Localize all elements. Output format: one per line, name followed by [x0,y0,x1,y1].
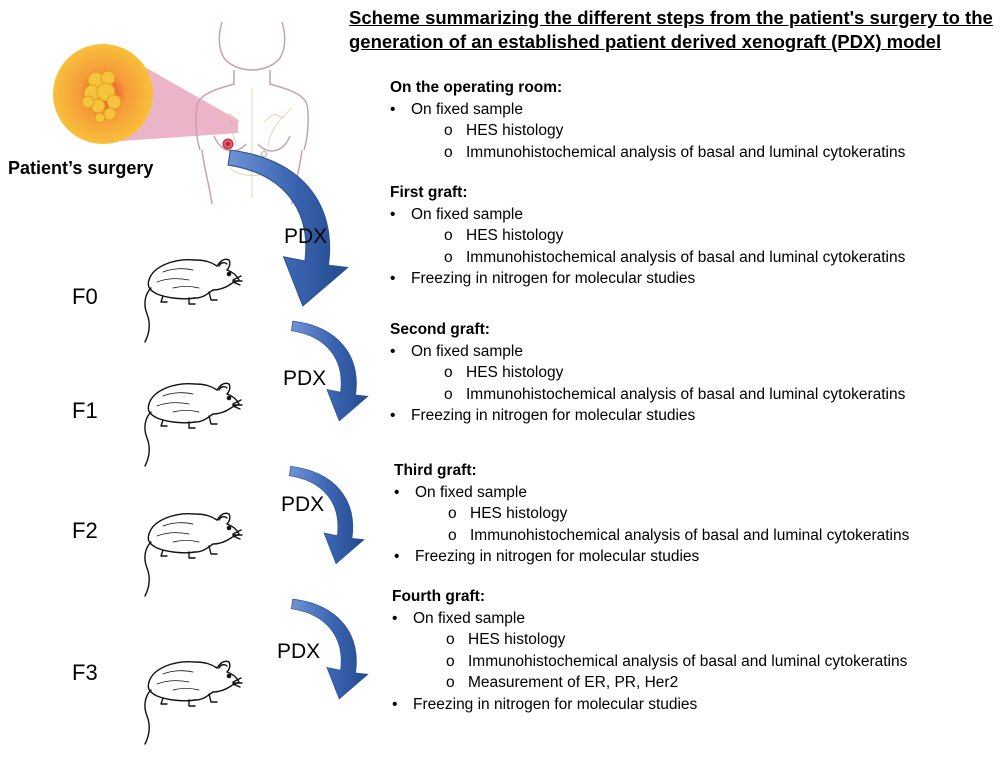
diagram-title: Scheme summarizing the different steps f… [349,6,997,54]
bullet-item: On fixed sample [392,608,907,630]
section-first-graft: First graft: On fixed sample HES histolo… [390,182,905,290]
mouse-icon [133,640,245,748]
sub-bullet-item: Immunohistochemical analysis of basal an… [392,651,907,673]
generation-label-f0: F0 [72,284,98,309]
section-second-graft: Second graft: On fixed sample HES histol… [390,319,905,427]
pdx-label: PDX [277,640,321,663]
bullet-item: Freezing in nitrogen for molecular studi… [390,268,905,290]
sub-bullet-item: Immunohistochemical analysis of basal an… [394,525,909,547]
bullet-item: On fixed sample [390,204,905,226]
title-line-2: generation of an established patient der… [349,31,942,52]
sub-bullet-item: Immunohistochemical analysis of basal an… [390,384,905,406]
mouse-icon [133,492,245,600]
section-fourth-graft: Fourth graft: On fixed sample HES histol… [392,586,907,716]
section-title: On the operating room: [390,79,563,96]
section-title: First graft: [390,184,468,201]
sub-bullet-item: HES histology [390,362,905,384]
sub-bullet-item: HES histology [390,225,905,247]
patient-surgery-label: Patient’s surgery [8,158,154,178]
generation-label-f3: F3 [72,660,98,685]
pdx-label: PDX [284,225,328,248]
bullet-item: Freezing in nitrogen for molecular studi… [390,405,905,427]
generation-label-f1: F1 [72,398,98,423]
pdx-label: PDX [283,367,327,390]
section-title: Third graft: [394,462,477,479]
sub-bullet-item: Immunohistochemical analysis of basal an… [390,142,905,164]
sub-bullet-item: Measurement of ER, PR, Her2 [392,672,907,694]
sub-bullet-item: HES histology [390,120,905,142]
bullet-item: On fixed sample [390,99,905,121]
section-title: Second graft: [390,321,490,338]
tumor-closeup-icon [53,44,238,144]
mouse-icon [133,362,245,470]
pdx-label: PDX [281,493,325,516]
mouse-icon [133,238,245,346]
bullet-item: On fixed sample [394,482,909,504]
title-line-1: Scheme summarizing the different steps f… [349,7,993,28]
section-operating-room: On the operating room: On fixed sample H… [390,77,905,163]
sub-bullet-item: Immunohistochemical analysis of basal an… [390,247,905,269]
bullet-item: On fixed sample [390,341,905,363]
sub-bullet-item: HES histology [394,503,909,525]
section-third-graft: Third graft: On fixed sample HES histolo… [394,460,909,568]
section-title: Fourth graft: [392,588,485,605]
generation-label-f2: F2 [72,518,98,543]
bullet-item: Freezing in nitrogen for molecular studi… [392,694,907,716]
sub-bullet-item: HES histology [392,629,907,651]
bullet-item: Freezing in nitrogen for molecular studi… [394,546,909,568]
